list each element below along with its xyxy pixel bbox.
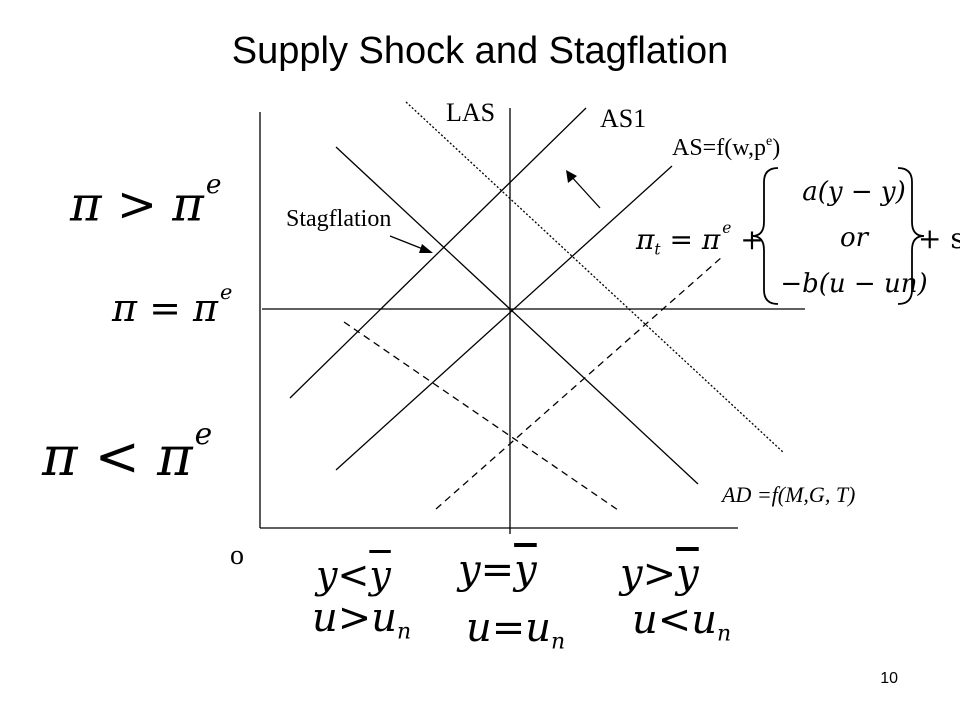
inflation-below-expected-label: π < πe [42,417,213,489]
equation-case-output: a(y − y) [802,177,906,207]
equation-case-unemployment: −b(u − un) [780,269,928,299]
shift-arrow-line [569,174,601,209]
unemployment-equal-natural-label: u=un [466,605,566,655]
as1-label: AS1 [600,104,647,133]
inflation-equal-expected-label: π = πe [112,280,233,330]
output-below-potential-label: y<y [316,553,391,597]
equation-case-or: or [839,223,869,253]
unemployment-below-natural-label: u<un [632,597,732,647]
origin-label: o [230,540,244,571]
ad-dashed-curve [343,321,619,511]
output-above-potential-label: y>y [620,551,699,597]
inflation-above-expected-label: π > πe [70,169,222,233]
as-curve [335,165,673,471]
left-brace [751,167,779,305]
as-dashed-curve [435,256,723,510]
unemployment-above-natural-label: u>un [312,595,412,645]
las-label: LAS [446,98,496,127]
stagflation-arrow-head [419,244,433,253]
output-equal-potential-label: y=y [458,547,537,593]
ad-curve [335,146,699,485]
right-brace [897,167,925,305]
stagflation-label: Stagflation [286,206,392,232]
equation-cases: a(y − y) or −b(u − un) [774,169,934,307]
as-label: AS=f(w,pe) [672,134,781,161]
equation-supply-shock-term: + s [918,222,960,255]
ad-label: AD =f(M,G, T) [722,482,856,507]
slide-number: 10 [880,670,898,687]
shift-arrow-head [566,170,577,183]
ad-upper-curve [405,101,785,454]
slide-title: Supply Shock and Stagflation [231,30,729,72]
as1-curve [289,107,587,399]
